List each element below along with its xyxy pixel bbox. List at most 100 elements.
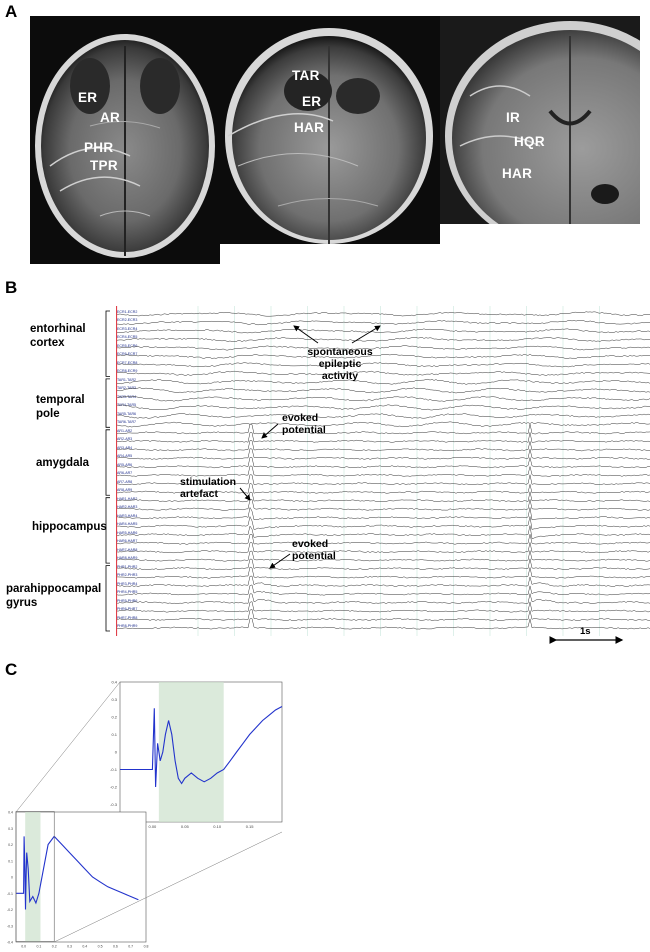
channel-label: ECR7-ECR8 bbox=[117, 360, 138, 365]
eeg-trace-HAR6-HAR7 bbox=[115, 533, 650, 545]
channel-label: AR4-AR5 bbox=[117, 454, 133, 459]
region-label-hippocampus: hippocampus bbox=[32, 521, 107, 533]
eeg-trace-TAR2-TAR3 bbox=[115, 387, 650, 394]
inset-ytick-label: -0.3 bbox=[110, 802, 118, 807]
zoom-connector-top bbox=[15, 681, 121, 813]
eeg-trace-AR5-AR6 bbox=[115, 457, 650, 469]
inset-ytick-label: 0.4 bbox=[111, 680, 117, 685]
eeg-trace-HAR8-HAR9 bbox=[115, 550, 650, 562]
inset-series-line bbox=[120, 706, 283, 788]
mri-label-phr: PHR bbox=[84, 140, 114, 155]
channel-label: ECR5-ECR6 bbox=[117, 343, 138, 348]
channel-label: HAR2-HAR3 bbox=[117, 505, 138, 510]
inset-ytick-label: 0.1 bbox=[111, 732, 117, 737]
eeg-trace-AR7-AR8 bbox=[115, 474, 650, 486]
channel-label: HAR8-HAR9 bbox=[117, 556, 138, 561]
eeg-trace-PHR7-PHR8 bbox=[115, 609, 650, 621]
full-xtick-label: 0.8 bbox=[144, 945, 149, 949]
eeg-trace-TAR4-TAR5 bbox=[115, 404, 650, 411]
inset-xtick-label: 0.10 bbox=[213, 824, 222, 829]
eeg-trace-AR8-AR9 bbox=[115, 482, 650, 494]
channel-label: PHR8-PHR9 bbox=[117, 624, 138, 628]
eeg-trace-HAR7-HAR8 bbox=[115, 542, 650, 554]
channel-label: ECR6-ECR7 bbox=[117, 352, 138, 357]
full-xtick-label: 0.1 bbox=[37, 945, 42, 949]
eeg-trace-PHR3-PHR4 bbox=[115, 575, 650, 588]
channel-label: HAR3-HAR4 bbox=[117, 513, 138, 518]
evoked-potential-charts: 0.40.30.20.10-0.1-0.2-0.3-0.40.000.050.1… bbox=[7, 680, 283, 949]
eeg-trace-ECR5-ECR6 bbox=[115, 345, 650, 351]
eeg-trace-AR4-AR5 bbox=[115, 448, 650, 460]
full-ytick-label: -0.1 bbox=[7, 892, 13, 896]
channel-label: HAR7-HAR8 bbox=[117, 547, 138, 552]
eeg-trace-AR6-AR7 bbox=[115, 465, 650, 477]
eeg-trace-ECR6-ECR7 bbox=[115, 353, 650, 359]
zoom-region-box bbox=[15, 811, 55, 942]
channel-label: AR7-AR8 bbox=[117, 479, 133, 484]
panel-label-b: B bbox=[5, 278, 18, 297]
channel-label: TAR6-TAR7 bbox=[117, 420, 137, 425]
channel-label: AR5-AR6 bbox=[117, 462, 133, 467]
channel-label: PHR1-PHR2 bbox=[117, 564, 138, 569]
full-xtick-label: 0.5 bbox=[98, 945, 103, 949]
full-ytick-label: 0.3 bbox=[8, 827, 13, 831]
full-ytick-label: 0.4 bbox=[8, 811, 13, 815]
eeg-trace-HAR1-HAR2 bbox=[115, 491, 650, 503]
eeg-trace-HAR3-HAR4 bbox=[115, 506, 650, 521]
channel-label: PHR3-PHR4 bbox=[117, 581, 138, 586]
channel-label: ECR4-ECR5 bbox=[117, 335, 138, 340]
channel-label: ECR8-ECR9 bbox=[117, 369, 138, 374]
channel-label: ECR1-ECR2 bbox=[117, 310, 138, 314]
channel-label: TAR2-TAR3 bbox=[117, 386, 137, 391]
full-xtick-label: 0.7 bbox=[128, 945, 133, 949]
inset-shaded-window bbox=[158, 682, 224, 822]
channel-label: PHR7-PHR8 bbox=[117, 615, 138, 620]
full-xtick-label: 0.3 bbox=[67, 945, 72, 949]
eeg-trace-ECR3-ECR4 bbox=[115, 328, 650, 334]
mri-label-har-2: HAR bbox=[502, 166, 533, 181]
mri-label-har: HAR bbox=[294, 120, 325, 135]
channel-label: PHR2-PHR3 bbox=[117, 573, 138, 578]
full-ytick-label: -0.4 bbox=[7, 941, 13, 945]
mri-label-ir: IR bbox=[506, 110, 521, 125]
mri-label-er: ER bbox=[78, 90, 98, 105]
channel-label: PHR5-PHR6 bbox=[117, 598, 138, 603]
annotation-stimulation-artefact: stimulation artefact bbox=[180, 476, 237, 500]
eeg-trace-ECR2-ECR3 bbox=[115, 320, 650, 326]
full-series-line bbox=[16, 835, 139, 910]
channel-label: HAR4-HAR5 bbox=[117, 522, 138, 527]
full-ytick-label: 0 bbox=[11, 876, 13, 880]
eeg-trace-AR1-AR2 bbox=[115, 423, 650, 435]
eeg-trace-ECR4-ECR5 bbox=[115, 337, 650, 342]
channel-label: HAR6-HAR7 bbox=[117, 539, 138, 544]
channel-label: AR8-AR9 bbox=[117, 488, 133, 493]
channel-label: ECR3-ECR4 bbox=[117, 326, 138, 331]
eeg-trace-ECR8-ECR9 bbox=[115, 370, 650, 376]
eeg-trace-TAR6-TAR7 bbox=[115, 421, 650, 428]
channel-label: TAR5-TAR6 bbox=[117, 411, 137, 416]
mri-label-tpr: TPR bbox=[90, 158, 118, 173]
channel-label: PHR4-PHR5 bbox=[117, 590, 138, 595]
inset-xtick-label: 0.15 bbox=[246, 824, 255, 829]
eeg-trace-HAR4-HAR5 bbox=[115, 515, 650, 530]
mri-label-ar: AR bbox=[100, 110, 121, 125]
eeg-trace-HAR2-HAR3 bbox=[115, 499, 650, 511]
mri-label-hqr: HQR bbox=[514, 134, 545, 149]
mri-coronal-image-3: IR HQR HAR bbox=[440, 16, 640, 224]
full-xtick-label: 0.0 bbox=[21, 945, 26, 949]
region-label-temporal-pole: temporal pole bbox=[36, 394, 85, 420]
full-ytick-label: -0.3 bbox=[7, 924, 13, 928]
inset-ytick-label: 0 bbox=[115, 750, 118, 755]
channel-label: PHR6-PHR7 bbox=[117, 607, 138, 612]
full-xtick-label: 0.4 bbox=[82, 945, 87, 949]
channel-label: TAR4-TAR5 bbox=[117, 403, 137, 408]
annotation-spontaneous-activity: spontaneous epileptic activity bbox=[307, 346, 373, 382]
channel-label: AR6-AR7 bbox=[117, 471, 133, 476]
eeg-trace-ECR7-ECR8 bbox=[115, 362, 650, 368]
eeg-trace-HAR5-HAR6 bbox=[115, 525, 650, 539]
mri-label-er-2: ER bbox=[302, 94, 322, 109]
region-label-parahippocampal: parahippocampal gyrus bbox=[6, 583, 102, 609]
eeg-trace-PHR6-PHR7 bbox=[115, 601, 650, 613]
eeg-trace-area bbox=[115, 306, 650, 636]
eeg-trace-PHR8-PHR9 bbox=[115, 618, 650, 630]
